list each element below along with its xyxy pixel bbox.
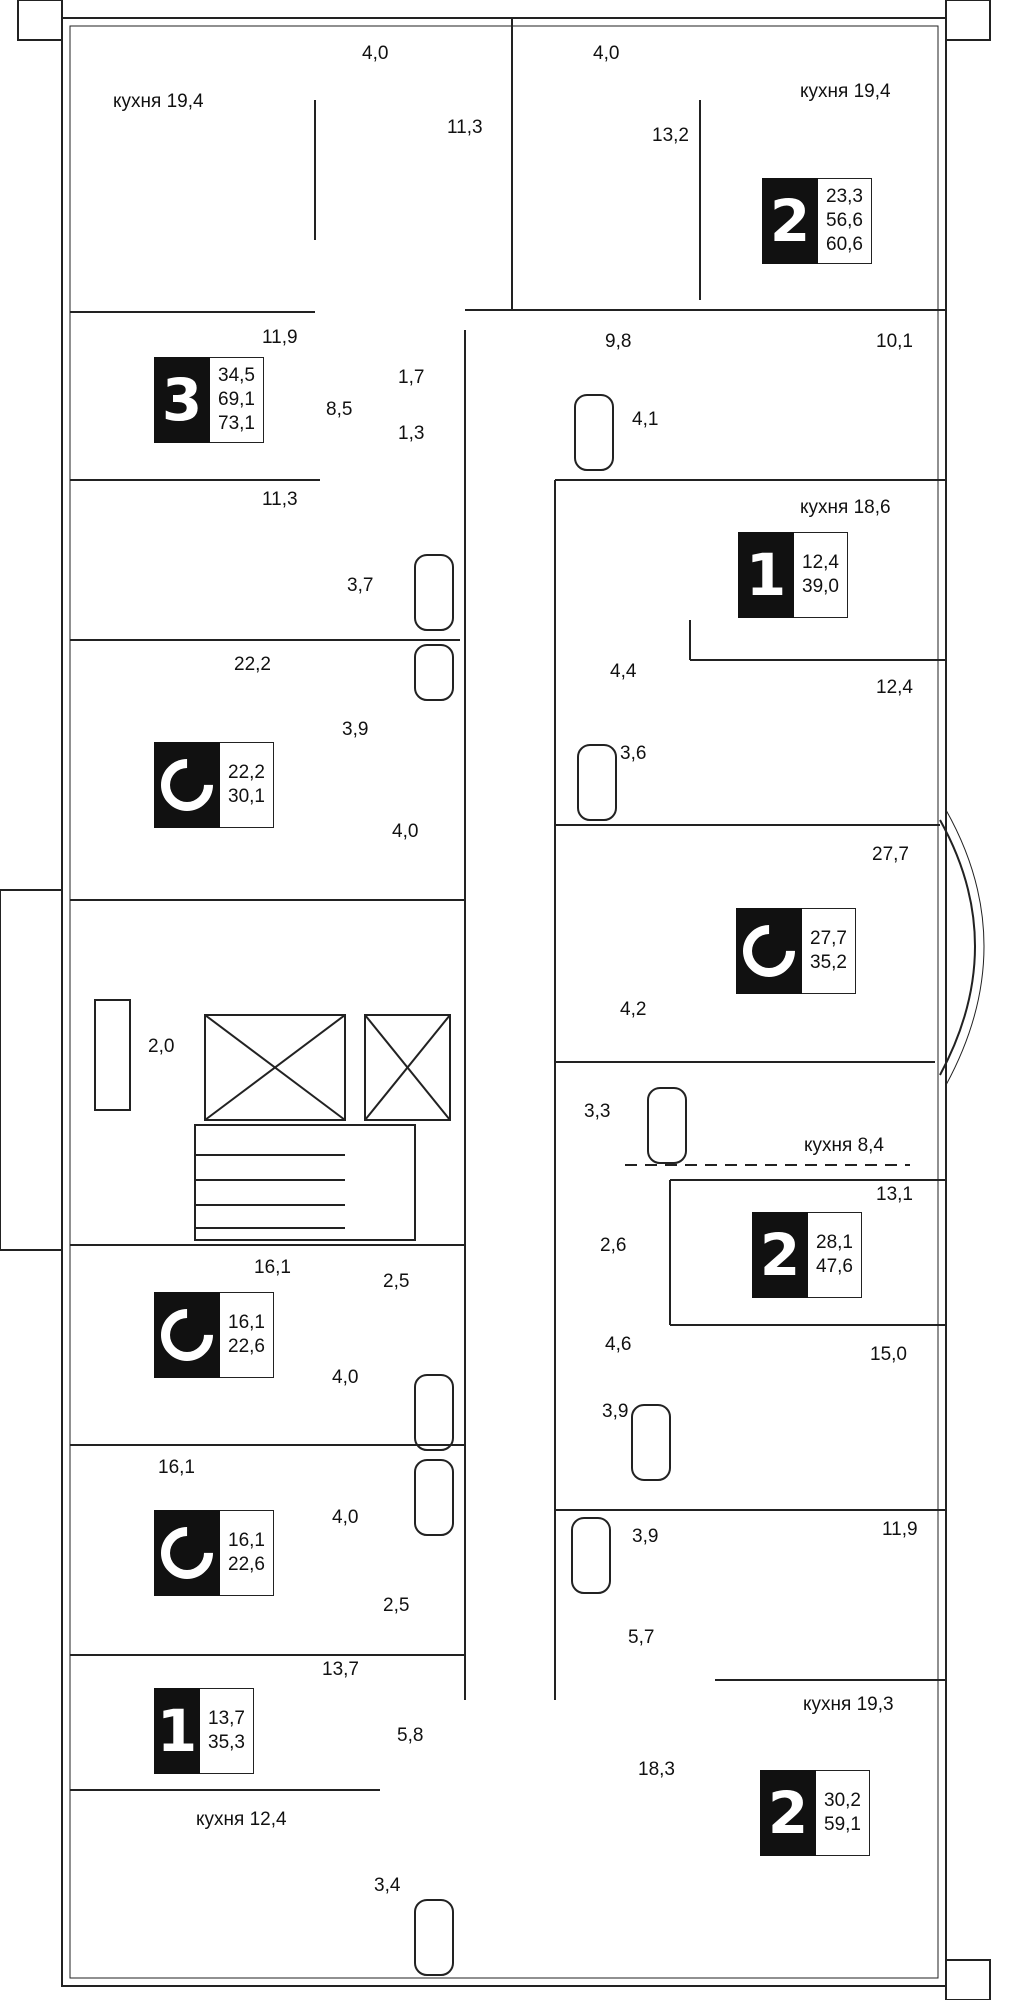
room-label: 16,1	[158, 1457, 195, 1478]
room-label: 12,4	[876, 677, 913, 698]
rooms-count: 3	[154, 357, 210, 443]
room-label: кухня 19,4	[113, 91, 204, 112]
room-label: 3,3	[584, 1101, 611, 1122]
bay-window	[939, 819, 976, 1076]
apartment-badge-1-room: 1 12,4 39,0	[738, 532, 848, 618]
room-label: 22,2	[234, 654, 271, 675]
total-area-with-balcony: 60,6	[826, 234, 863, 255]
room-label: 13,2	[652, 125, 689, 146]
room-label: 3,7	[347, 575, 374, 596]
room-label: 4,0	[332, 1507, 359, 1528]
living-area: 30,2	[824, 1790, 861, 1811]
room-label: кухня 18,6	[800, 497, 891, 518]
apartment-badge-studio: 16,1 22,6	[150, 1510, 274, 1596]
studio-icon	[732, 908, 806, 994]
room-label: 27,7	[872, 844, 909, 865]
room-label: 4,6	[605, 1334, 632, 1355]
room-label: 5,7	[628, 1627, 655, 1648]
total-area: 22,6	[228, 1554, 265, 1575]
apartment-badge-2-rooms: 2 30,2 59,1	[760, 1770, 870, 1856]
room-label: кухня 19,3	[803, 1694, 894, 1715]
room-label: 3,9	[632, 1526, 659, 1547]
total-area: 39,0	[802, 576, 839, 597]
room-label: 18,3	[638, 1759, 675, 1780]
room-label: 4,2	[620, 999, 647, 1020]
room-label: 4,0	[362, 43, 389, 64]
room-label: 13,7	[322, 1659, 359, 1680]
living-area: 34,5	[218, 365, 255, 386]
apartment-badge-2-rooms: 2 23,3 56,6 60,6	[762, 178, 872, 264]
room-label: 11,9	[882, 1519, 918, 1540]
room-label: 5,8	[397, 1725, 424, 1746]
room-label: 11,3	[447, 117, 483, 138]
room-label: 1,7	[398, 367, 425, 388]
total-area: 30,1	[228, 786, 265, 807]
total-area: 47,6	[816, 1256, 853, 1277]
apartment-badge-studio: 16,1 22,6	[150, 1292, 274, 1378]
room-label: 15,0	[870, 1344, 907, 1365]
apartment-badge-2-rooms: 2 28,1 47,6	[752, 1212, 862, 1298]
rooms-count: 1	[738, 532, 794, 618]
room-label: 11,3	[262, 489, 298, 510]
living-area: 16,1	[228, 1312, 265, 1333]
apartment-badge-3-rooms: 3 34,5 69,1 73,1	[154, 357, 264, 443]
room-label: кухня 19,4	[800, 81, 891, 102]
room-label: 4,0	[392, 821, 419, 842]
room-label: 16,1	[254, 1257, 291, 1278]
total-area: 56,6	[826, 210, 863, 231]
room-label: кухня 12,4	[196, 1809, 287, 1830]
room-label: 2,5	[383, 1271, 410, 1292]
living-area: 23,3	[826, 186, 863, 207]
living-area: 12,4	[802, 552, 839, 573]
room-label: 9,8	[605, 331, 632, 352]
apartment-badge-studio: 27,7 35,2	[732, 908, 856, 994]
total-area: 35,3	[208, 1732, 245, 1753]
living-area: 16,1	[228, 1530, 265, 1551]
room-label: 13,1	[876, 1184, 913, 1205]
total-area: 35,2	[810, 952, 847, 973]
room-label: 4,0	[332, 1367, 359, 1388]
living-area: 28,1	[816, 1232, 853, 1253]
inner-wall-line	[69, 25, 939, 1979]
total-area: 59,1	[824, 1814, 861, 1835]
room-label: 11,9	[262, 327, 298, 348]
lift-shaft-2	[364, 1014, 451, 1121]
lift-shaft-1	[204, 1014, 346, 1121]
room-label: 2,5	[383, 1595, 410, 1616]
total-area-with-balcony: 73,1	[218, 413, 255, 434]
rooms-count: 2	[762, 178, 818, 264]
total-area: 22,6	[228, 1336, 265, 1357]
room-label: кухня 8,4	[804, 1135, 884, 1156]
apartment-badge-studio: 22,2 30,1	[150, 742, 274, 828]
living-area: 27,7	[810, 928, 847, 949]
room-label: 4,0	[593, 43, 620, 64]
studio-icon	[150, 742, 224, 828]
room-label: 3,6	[620, 743, 647, 764]
living-area: 22,2	[228, 762, 265, 783]
room-label: 8,5	[326, 399, 353, 420]
room-label: 4,1	[632, 409, 659, 430]
room-label: 10,1	[876, 331, 913, 352]
studio-icon	[150, 1292, 224, 1378]
rooms-count: 2	[752, 1212, 808, 1298]
room-label: 3,4	[374, 1875, 401, 1896]
room-label: 2,6	[600, 1235, 627, 1256]
total-area: 69,1	[218, 389, 255, 410]
studio-icon	[150, 1510, 224, 1596]
room-label: 3,9	[602, 1401, 629, 1422]
living-area: 13,7	[208, 1708, 245, 1729]
room-label: 1,3	[398, 423, 425, 444]
rooms-count: 1	[154, 1688, 200, 1774]
rooms-count: 2	[760, 1770, 816, 1856]
room-label: 4,4	[610, 661, 637, 682]
room-label: 3,9	[342, 719, 369, 740]
staircase	[194, 1124, 416, 1241]
apartment-badge-1-room: 1 13,7 35,3	[154, 1688, 254, 1774]
room-label: 2,0	[148, 1036, 175, 1057]
